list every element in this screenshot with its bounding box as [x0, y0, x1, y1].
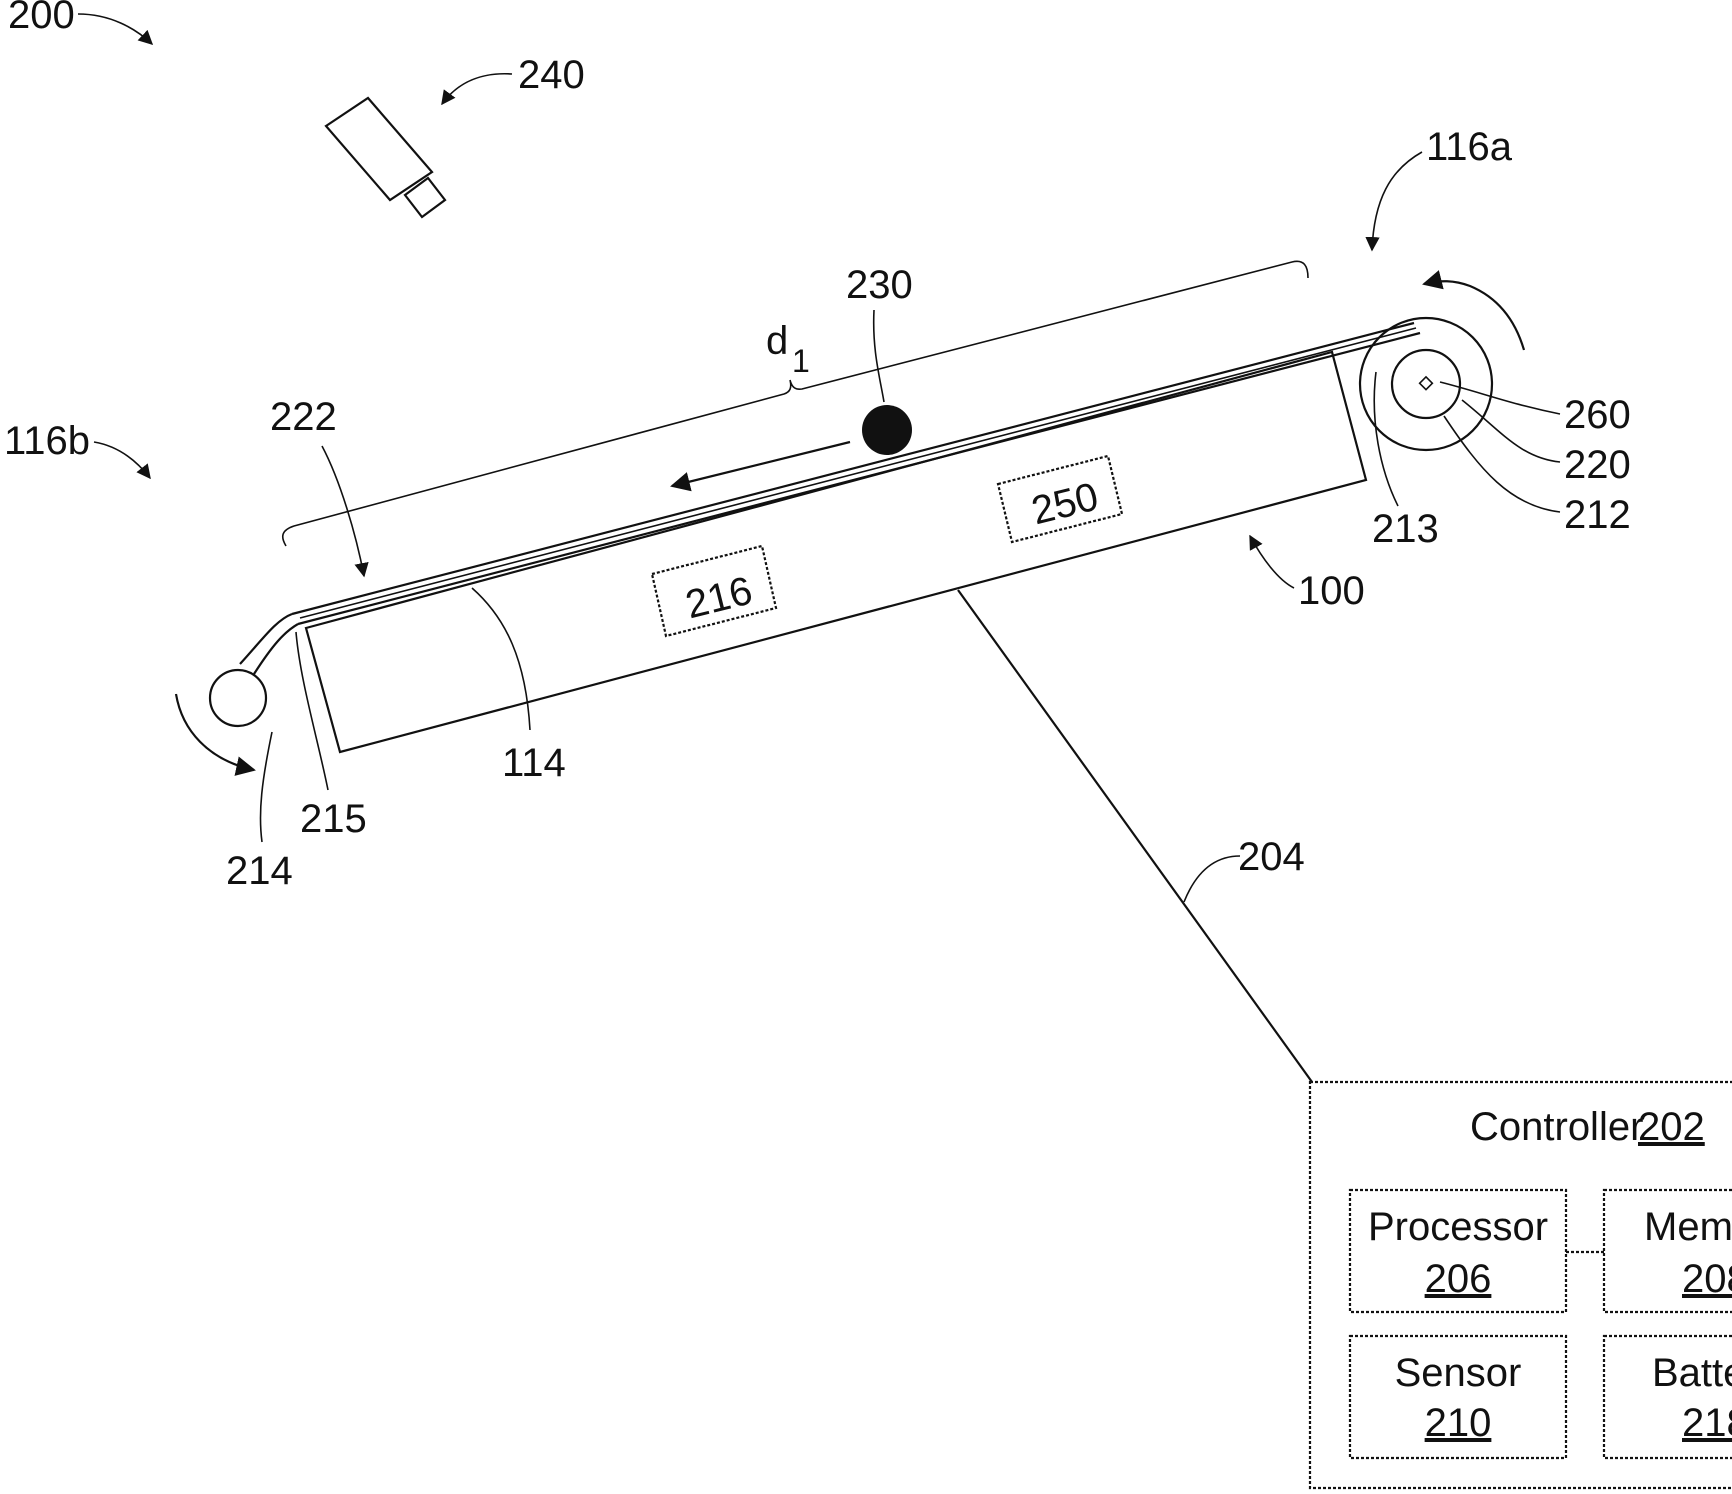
leader-214: [260, 732, 272, 842]
label-116a: 116a: [1426, 125, 1513, 169]
arrow-240: [442, 74, 512, 104]
leader-213: [1374, 372, 1398, 506]
label-260: 260: [1564, 393, 1631, 437]
rotation-arrow-left: [176, 694, 254, 770]
label-114: 114: [502, 741, 566, 785]
svg-text:250: 250: [1027, 475, 1102, 534]
motion-arrow: [672, 442, 850, 486]
label-d: d: [766, 319, 788, 363]
label-116b: 116b: [4, 419, 90, 463]
label-213: 213: [1372, 507, 1439, 551]
distance-brace: [283, 261, 1308, 546]
label-230: 230: [846, 263, 913, 307]
label-d-sub: 1: [792, 343, 810, 379]
label-222: 222: [270, 395, 337, 439]
arrow-222: [322, 446, 364, 576]
svg-text:206: 206: [1425, 1257, 1492, 1301]
svg-text:Memory: Memory: [1644, 1205, 1732, 1249]
memory-block: Memory 208: [1604, 1190, 1732, 1312]
svg-text:208: 208: [1682, 1257, 1732, 1301]
controller-block: Controller 202 Processor 206 Memory 208 …: [1310, 1082, 1732, 1488]
label-214: 214: [226, 849, 293, 893]
module-216: 216: [652, 546, 776, 636]
arrow-100: [1250, 536, 1294, 588]
label-220: 220: [1564, 443, 1631, 487]
processor-block: Processor 206: [1350, 1190, 1566, 1312]
module-250: 250: [998, 456, 1122, 542]
object-ball: [862, 405, 912, 455]
arrow-116a: [1372, 152, 1422, 250]
camera-icon: [326, 98, 445, 217]
sensor-block: Sensor 210: [1350, 1336, 1566, 1458]
label-204: 204: [1238, 835, 1305, 879]
right-pulley: [1360, 318, 1492, 450]
controller-number: 202: [1638, 1105, 1705, 1149]
svg-text:216: 216: [681, 569, 756, 628]
leader-212: [1444, 416, 1560, 512]
svg-text:Sensor: Sensor: [1395, 1351, 1522, 1395]
leader-220: [1462, 400, 1560, 462]
battery-block: Battery 218: [1604, 1336, 1732, 1458]
label-212: 212: [1564, 493, 1631, 537]
label-100: 100: [1298, 569, 1365, 613]
label-215: 215: [300, 797, 367, 841]
left-roller: [210, 670, 266, 726]
leader-230: [874, 310, 884, 402]
leader-204: [1184, 856, 1240, 902]
device-body: [306, 352, 1366, 752]
svg-text:Processor: Processor: [1368, 1205, 1548, 1249]
label-200: 200: [8, 0, 75, 37]
svg-text:218: 218: [1682, 1401, 1732, 1445]
arrow-116b: [94, 442, 150, 478]
leader-215: [296, 632, 328, 790]
svg-text:Battery: Battery: [1652, 1351, 1732, 1395]
controller-title: Controller: [1470, 1105, 1643, 1149]
svg-text:210: 210: [1425, 1401, 1492, 1445]
label-240: 240: [518, 53, 585, 97]
arrow-200: [78, 14, 152, 44]
